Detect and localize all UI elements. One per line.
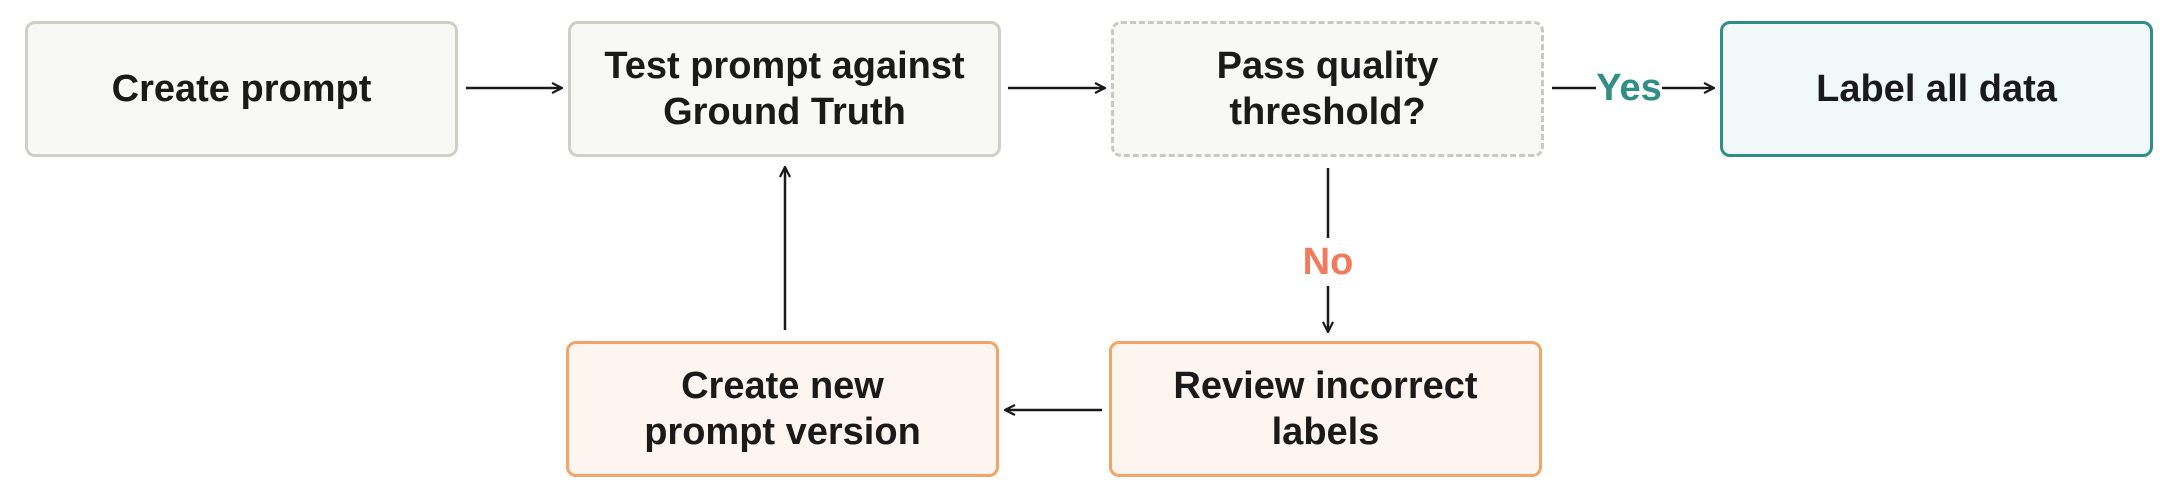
edge-label-yes: Yes bbox=[1596, 67, 1662, 109]
node-label-all-data: Label all data bbox=[1720, 21, 2153, 157]
node-pass-threshold: Pass quality threshold? bbox=[1111, 21, 1544, 157]
node-create-new-version: Create new prompt version bbox=[566, 341, 999, 477]
node-create-prompt: Create prompt bbox=[25, 21, 458, 157]
node-review-incorrect: Review incorrect labels bbox=[1109, 341, 1542, 477]
node-test-prompt: Test prompt against Ground Truth bbox=[568, 21, 1001, 157]
edge-label-no: No bbox=[1296, 242, 1360, 282]
